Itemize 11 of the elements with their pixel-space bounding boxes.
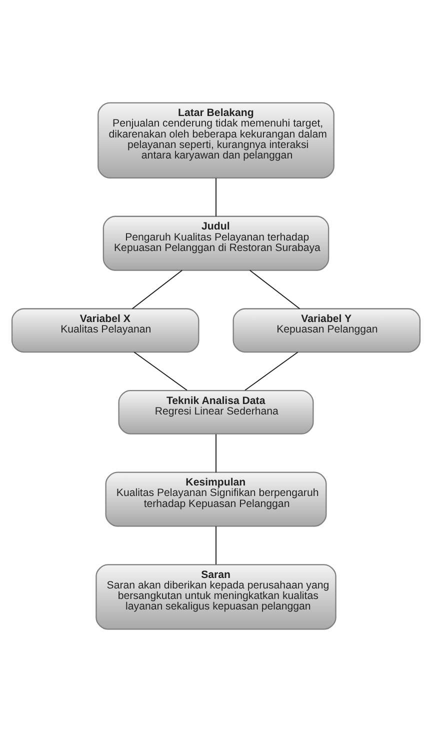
node-box: Teknik Analisa Data Regresi Linear Sederhana — [118, 390, 314, 434]
node-box: Kesimpulan Kualitas Pelayanan Signifikan berpengaruh terhadap Kepuasan Pelanggan — [105, 472, 327, 527]
connector — [132, 270, 183, 310]
connector — [244, 352, 298, 391]
node-box: Saran Saran akan diberikan kepada perusahaan yang bersangkutan untuk meningkatkan kualitas layanan sekaligus kepuasan pelanggan — [96, 564, 336, 630]
node-box: Latar Belakang Penjualan cenderung tidak memenuhi target, dikarenakan oleh beberapa kekurangan dalam pelayanan seperti, kurangnya interaksi antara karyawan dan pelanggan — [98, 102, 334, 178]
node-box: Judul Pengaruh Kualitas Pelayanan terhadap Kepuasan Pelanggan di Restoran Surabaya — [102, 216, 330, 271]
node-box: Variabel X Kualitas Pelayanan — [11, 308, 200, 353]
connector — [134, 352, 188, 391]
connector — [249, 270, 300, 310]
node-box: Variabel Y Kepuasan Pelanggan — [232, 308, 421, 353]
